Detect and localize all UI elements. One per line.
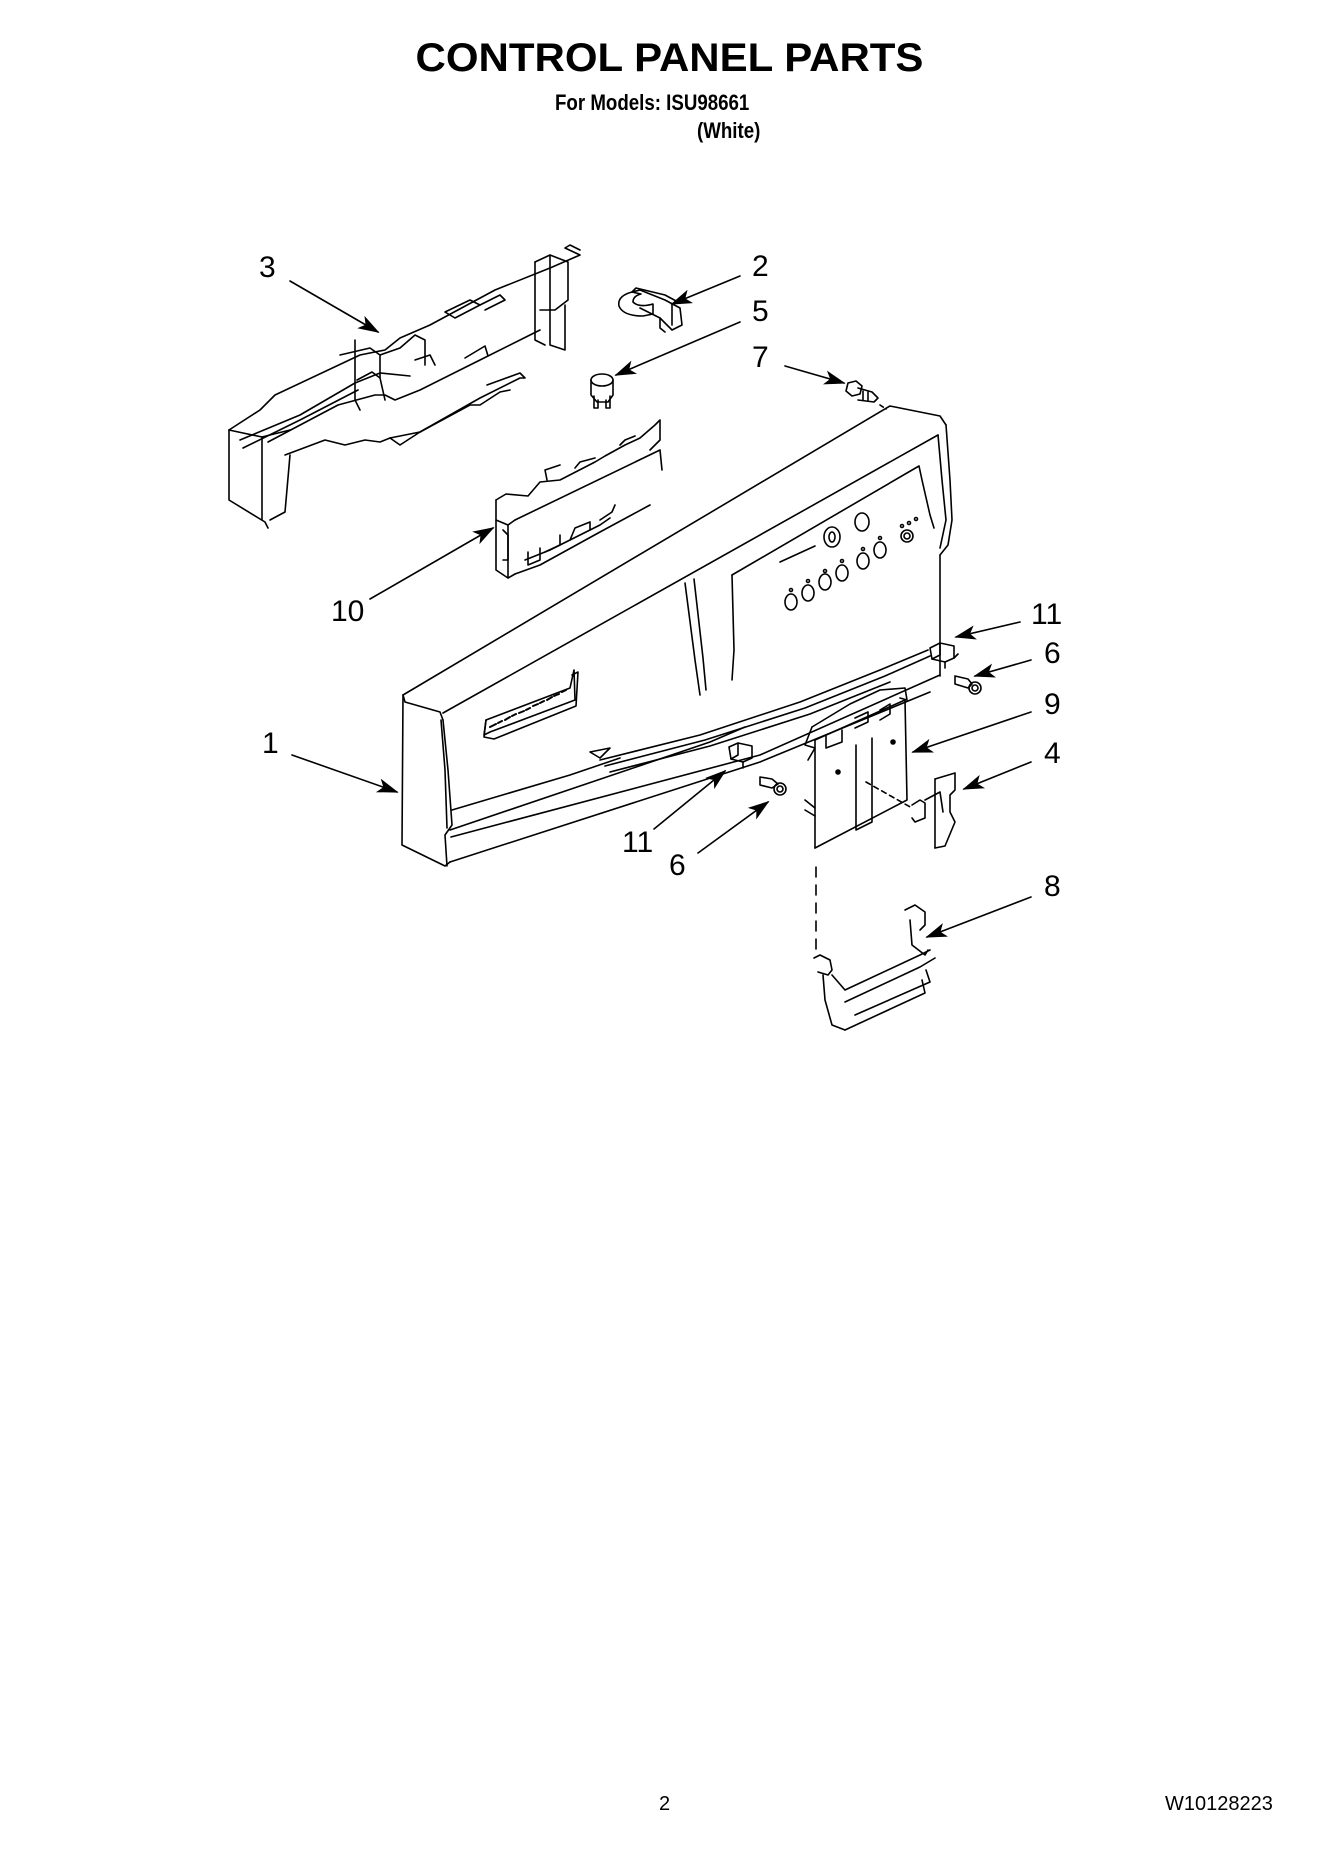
page-title: CONTROL PANEL PARTS (415, 36, 924, 80)
part-2-wire-clip (619, 288, 682, 332)
part-11-right (930, 643, 958, 668)
callout-10: 10 (331, 595, 365, 628)
callout-2: 2 (752, 250, 769, 283)
part-9-latch-bracket (805, 688, 912, 848)
callout-8: 8 (1044, 870, 1061, 903)
part-11-left (729, 743, 752, 768)
page-number: 2 (659, 1793, 671, 1815)
callout-3: 3 (259, 251, 276, 284)
part-5-cap (591, 374, 613, 408)
leader-lines (290, 276, 1031, 937)
callout-6-left: 6 (669, 849, 686, 882)
control-buttons (780, 513, 918, 610)
part-4-latch-cover (912, 773, 955, 848)
part-6-right (955, 676, 981, 694)
callout-1: 1 (262, 727, 279, 760)
part-8-handle (814, 905, 935, 1030)
part-1-console (402, 406, 952, 866)
callout-7: 7 (752, 341, 769, 374)
callout-5: 5 (752, 295, 769, 328)
models-line: For Models: ISU98661 (555, 90, 750, 115)
callout-11-left: 11 (622, 826, 654, 859)
part-7-screw (846, 381, 886, 409)
part-10-control-board (496, 420, 662, 578)
callout-9: 9 (1044, 688, 1061, 721)
color-line: (White) (697, 118, 761, 143)
part-6-left (760, 777, 786, 795)
part-3-housing-bracket (229, 245, 580, 528)
callout-11-right: 11 (1031, 598, 1063, 631)
callout-6-right: 6 (1044, 637, 1061, 670)
callout-4: 4 (1044, 737, 1061, 770)
document-number: W10128223 (1165, 1793, 1273, 1815)
